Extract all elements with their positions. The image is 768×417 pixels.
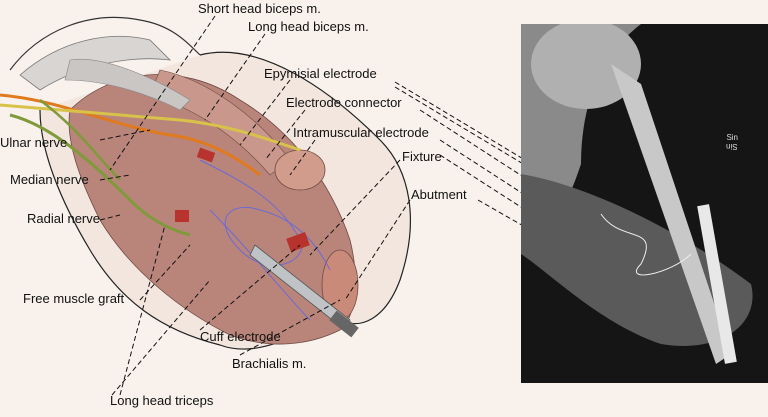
nerve-branch [39, 99, 121, 181]
label-radial-nerve: Radial nerve [27, 211, 100, 226]
side-marker-text-mirrored: Sin [726, 142, 738, 151]
label-brachialis: Brachialis m. [232, 356, 307, 371]
xray-humerus [611, 64, 731, 364]
xray-humeral-head [531, 24, 641, 109]
ulnar-nerve [0, 93, 261, 177]
label-median-nerve: Median nerve [10, 172, 89, 187]
side-marker: Sin Sin [726, 133, 738, 152]
shoulder-outline [9, 16, 201, 71]
label-abutment: Abutment [411, 187, 467, 202]
xray-fixture [697, 204, 737, 364]
label-long-head-triceps: Long head triceps [110, 393, 214, 408]
intramuscular-electrode-shape [286, 232, 310, 252]
label-cuff-electrode: Cuff electrode [200, 329, 281, 344]
abutment-shape [329, 310, 359, 338]
side-marker-text: Sin [726, 133, 738, 142]
label-ulnar-nerve: Ulnar nerve [0, 135, 68, 150]
label-long-head-biceps: Long head biceps m. [248, 19, 369, 34]
label-epymisial-electrode: Epymisial electrode [264, 66, 377, 81]
label-electrode-connector: Electrode connector [286, 95, 402, 110]
label-free-muscle-graft: Free muscle graft [23, 291, 125, 306]
radial-nerve [9, 113, 191, 237]
muscle-cut-end [274, 149, 326, 191]
label-short-head-biceps: Short head biceps m. [198, 1, 321, 16]
epimysial-electrode [196, 147, 216, 163]
biceps-long-head [149, 69, 291, 176]
xray-wires [600, 213, 692, 276]
xray-image: Sin Sin [521, 24, 768, 383]
cuff-electrode-shape [175, 210, 189, 222]
label-fixture: Fixture [402, 149, 442, 164]
tendon [64, 58, 191, 111]
label-intramuscular-electrode: Intramuscular electrode [293, 125, 429, 140]
